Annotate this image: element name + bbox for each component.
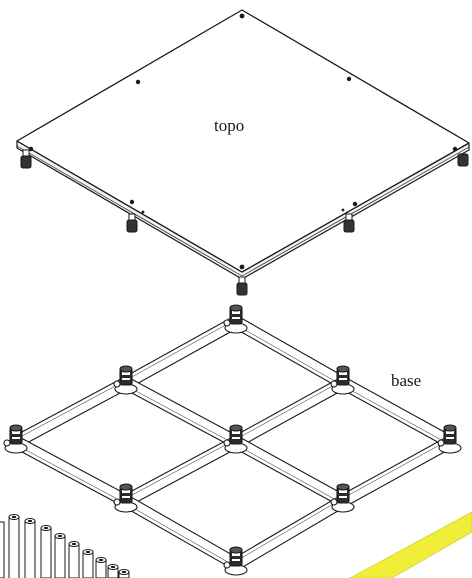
loose-tube — [82, 549, 94, 578]
frame-connector — [223, 546, 248, 576]
frame-connectors — [3, 304, 462, 576]
frame-tube — [232, 377, 347, 448]
frame-tube — [12, 436, 130, 507]
loose-tube — [8, 514, 20, 578]
base-frame — [3, 304, 462, 576]
frame-tube — [122, 436, 240, 507]
loose-tube — [40, 525, 52, 578]
highlighter-mark — [349, 511, 472, 578]
loose-tubes — [0, 514, 130, 578]
frame-connector — [223, 424, 248, 454]
frame-connector — [437, 424, 462, 454]
panel-holes — [28, 13, 458, 270]
frame-tube — [232, 495, 347, 570]
frame-tubes — [12, 316, 454, 570]
top-panel — [16, 9, 470, 296]
frame-tube — [12, 377, 130, 448]
frame-tube — [122, 495, 240, 570]
frame-connector — [330, 365, 355, 395]
loose-tube — [95, 557, 107, 578]
base-frame-label: base — [391, 371, 422, 390]
frame-connector — [113, 365, 138, 395]
frame-tube — [232, 316, 347, 389]
top-panel-label: topo — [214, 116, 245, 135]
panel-feet — [20, 149, 469, 296]
frame-tube — [339, 436, 454, 507]
loose-tube — [54, 533, 66, 578]
frame-tube — [122, 316, 240, 389]
loose-tube — [107, 564, 119, 578]
frame-connector — [330, 483, 355, 513]
frame-connector — [113, 483, 138, 513]
frame-tube — [122, 377, 240, 448]
frame-tube — [232, 436, 347, 507]
loose-tube — [24, 518, 36, 578]
frame-connector — [3, 424, 28, 454]
loose-tube — [68, 541, 80, 578]
frame-connector — [223, 304, 248, 334]
loose-tube-edge — [0, 521, 5, 578]
loose-tube — [118, 569, 130, 578]
